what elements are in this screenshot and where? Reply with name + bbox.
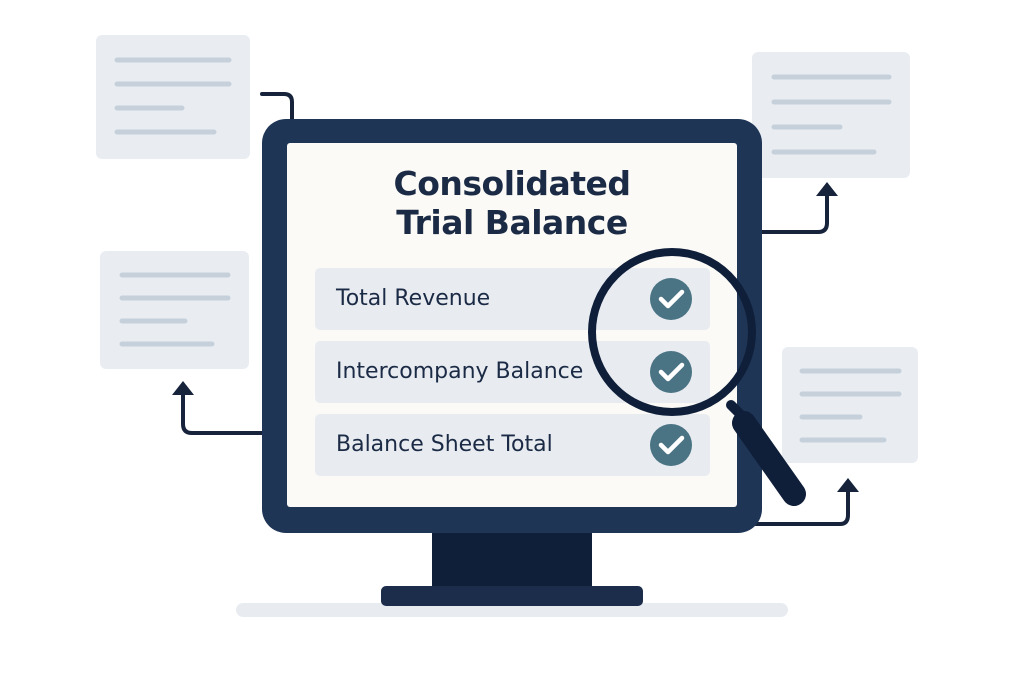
document-card-top-left	[96, 35, 250, 159]
connector-top-left	[260, 92, 294, 124]
title-line-2: Trial Balance	[396, 203, 628, 242]
check-circle-icon	[650, 351, 692, 393]
arrow-up-icon	[172, 381, 194, 395]
check-circle-icon	[650, 424, 692, 466]
checklist-row-balance-sheet-total	[315, 414, 710, 476]
document-card-top-right	[752, 52, 910, 178]
checklist-label-intercompany-balance: Intercompany Balance	[336, 359, 584, 384]
page-title: Consolidated Trial Balance	[287, 164, 737, 242]
check-circle-icon	[650, 278, 692, 320]
document-card-mid-right	[782, 347, 918, 463]
checklist-label-total-revenue: Total Revenue	[336, 286, 491, 311]
title-line-1: Consolidated	[393, 164, 632, 203]
monitor-stand-neck	[432, 528, 592, 590]
checklist-label-balance-sheet-total: Balance Sheet Total	[336, 432, 553, 457]
monitor-stand-base	[381, 586, 643, 606]
floor-shadow	[236, 603, 788, 617]
arrow-up-icon	[837, 478, 859, 492]
connector-bottom-right	[750, 486, 850, 526]
connector-mid-left	[181, 390, 264, 435]
arrow-up-icon	[816, 182, 838, 196]
document-card-mid-left	[100, 251, 249, 369]
connector-top-right	[760, 190, 829, 234]
